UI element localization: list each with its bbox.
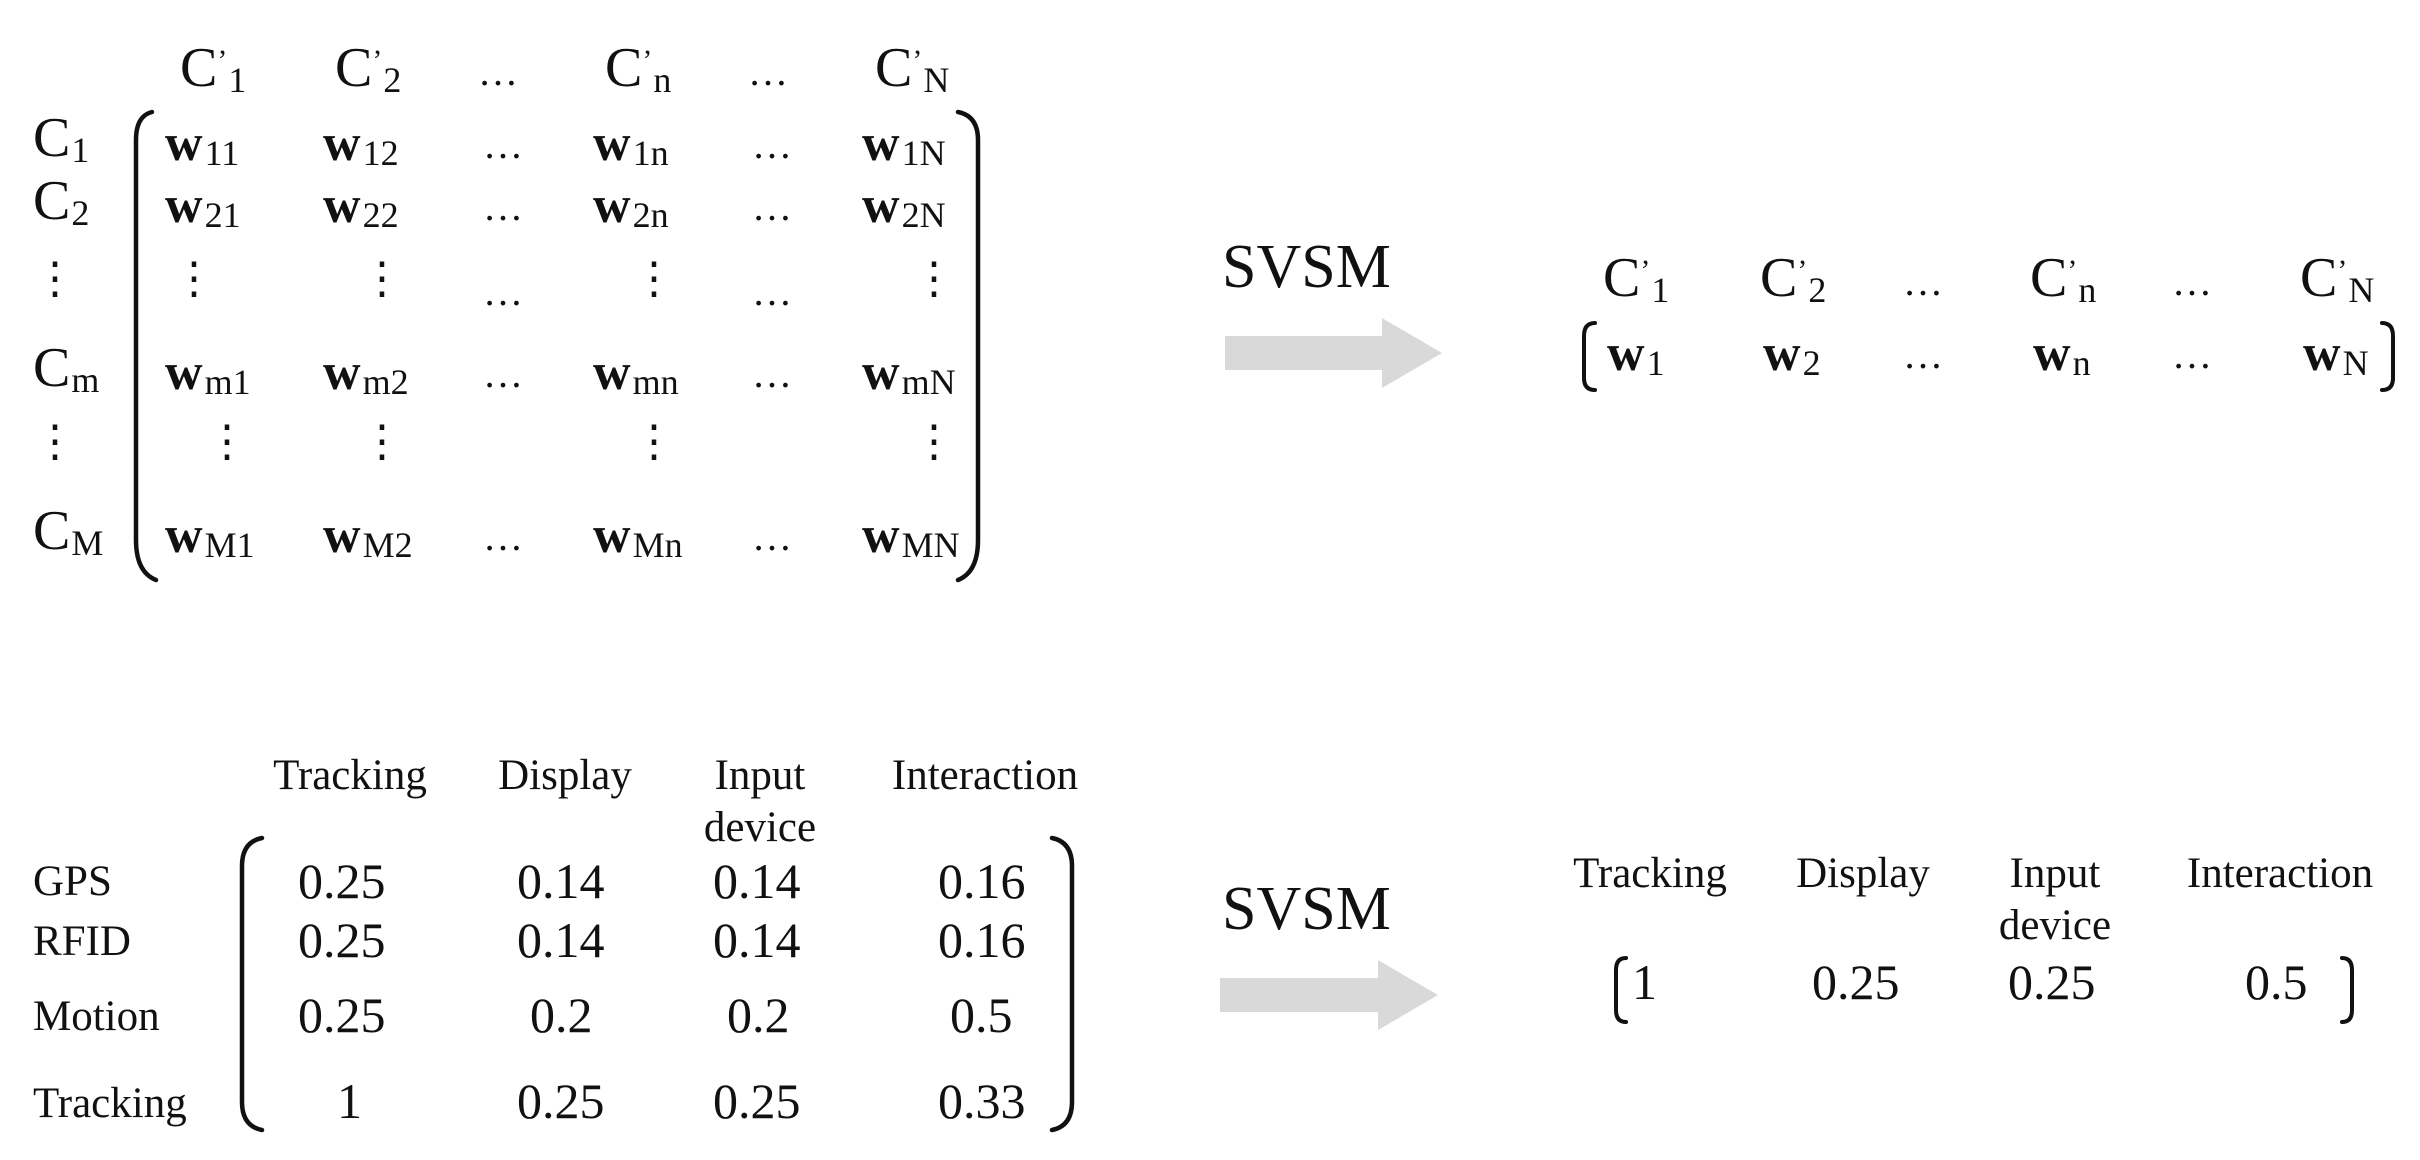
vector-right-bracket xyxy=(2380,321,2395,392)
example-matrix-cell: 0.25 xyxy=(298,912,386,968)
matrix-row1-ellipsis-1: … xyxy=(483,122,527,167)
matrix-row2-ellipsis-2: … xyxy=(752,184,796,229)
example-matrix-cell: 0.2 xyxy=(727,987,790,1043)
example-matrix-right-paren xyxy=(1049,835,1075,1133)
example-vector-cell: 1 xyxy=(1632,954,1657,1010)
vector-header-ellipsis-1: … xyxy=(1903,259,1947,304)
example-matrix-cell: 0.14 xyxy=(713,912,801,968)
vector-cell-ellipsis-2: … xyxy=(2172,332,2216,377)
svsm-arrow-bottom xyxy=(1220,960,1438,1030)
vector-header-ellipsis-2: … xyxy=(2172,259,2216,304)
matrix-cell-1-1: w11 xyxy=(165,115,240,174)
example-matrix-row-label-motion: Motion xyxy=(33,993,160,1040)
matrix-col-header-ellipsis-1: … xyxy=(478,49,522,94)
matrix-cell-M-1: wM1 xyxy=(165,507,255,566)
example-matrix-cell: 0.14 xyxy=(517,853,605,909)
matrix-cell-1-n: w1n xyxy=(593,115,669,174)
vector-cell-N: wN xyxy=(2303,325,2369,384)
matrix-rowM-ellipsis-1: … xyxy=(483,514,527,559)
matrix-cell-M-N: wMN xyxy=(862,507,960,566)
vector-cell-2: w2 xyxy=(1763,325,1821,384)
matrix-right-paren xyxy=(955,109,981,583)
matrix-cell-m-1: wm1 xyxy=(165,344,251,403)
vector-col-header-N: C’N xyxy=(2300,247,2375,311)
matrix-row-header-1: C1 xyxy=(33,107,90,171)
matrix-cell-m-N: wmN xyxy=(862,344,956,403)
example-vector-right-bracket xyxy=(2340,956,2354,1024)
matrix-cell-M-n: wMn xyxy=(593,507,683,566)
vector-col-header-1: C’1 xyxy=(1603,247,1670,311)
matrix-row1-ellipsis-2: … xyxy=(752,122,796,167)
example-matrix-cell: 0.2 xyxy=(530,987,593,1043)
example-matrix-cell: 0.25 xyxy=(298,853,386,909)
matrix-row-header-m: Cm xyxy=(33,337,100,401)
matrix-cell-2-N: w2N xyxy=(862,177,946,236)
example-matrix-cell: 0.14 xyxy=(713,853,801,909)
vector-left-bracket xyxy=(1582,321,1597,392)
matrix-cell-2-2: w22 xyxy=(323,177,399,236)
matrix-cell-2-1: w21 xyxy=(165,177,241,236)
example-matrix-cell: 0.5 xyxy=(950,987,1013,1043)
matrix-cell-m-2: wm2 xyxy=(323,344,409,403)
matrix-row-header-M: CM xyxy=(33,500,104,564)
example-vector-cell: 0.25 xyxy=(1812,954,1900,1010)
vector-cell-1: w1 xyxy=(1607,325,1665,384)
svsm-arrow-top xyxy=(1225,318,1442,388)
example-vector-left-bracket xyxy=(1614,956,1628,1024)
matrix-col-header-n: C’n xyxy=(605,37,672,101)
example-matrix-cell: 1 xyxy=(337,1073,362,1129)
example-vector-cell: 0.25 xyxy=(2008,954,2096,1010)
matrix-row2-ellipsis-1: … xyxy=(483,184,527,229)
matrix-vdots-row-ellipsis-1: … xyxy=(483,269,527,314)
example-vector-cell: 0.5 xyxy=(2245,954,2308,1010)
example-matrix-header-display: Display xyxy=(498,752,632,799)
example-matrix-row-label-rfid: RFID xyxy=(33,918,131,965)
example-matrix-cell: 0.25 xyxy=(713,1073,801,1129)
example-matrix-row-label-gps: GPS xyxy=(33,858,112,905)
matrix-left-paren xyxy=(133,109,159,583)
matrix-vdots-row-ellipsis-2: … xyxy=(752,269,796,314)
example-vector-header-tracking: Tracking xyxy=(1573,850,1727,897)
vector-col-header-n: C’n xyxy=(2030,247,2097,311)
example-matrix-cell: 0.25 xyxy=(298,987,386,1043)
matrix-cell-2-n: w2n xyxy=(593,177,669,236)
vector-cell-ellipsis-1: … xyxy=(1903,332,1947,377)
example-matrix-header-interaction: Interaction xyxy=(891,752,1079,799)
matrix-col-header-N: C’N xyxy=(875,37,950,101)
example-vector-header-display: Display xyxy=(1796,850,1930,897)
matrix-row-header-2: C2 xyxy=(33,170,90,234)
svsm-label-top: SVSM xyxy=(1222,233,1391,301)
example-matrix-header-tracking: Tracking xyxy=(273,752,427,799)
matrix-cell-M-2: wM2 xyxy=(323,507,413,566)
example-matrix-cell: 0.16 xyxy=(938,853,1026,909)
example-matrix-cell: 0.25 xyxy=(517,1073,605,1129)
matrix-col-header-2: C’2 xyxy=(335,37,402,101)
svsm-label-bottom: SVSM xyxy=(1222,875,1391,943)
example-matrix-left-paren xyxy=(239,835,265,1133)
matrix-col-header-1: C’1 xyxy=(180,37,247,101)
matrix-cell-1-N: w1N xyxy=(862,115,946,174)
vector-cell-n: wn xyxy=(2033,325,2091,384)
example-matrix-cell: 0.14 xyxy=(517,912,605,968)
example-matrix-row-label-tracking: Tracking xyxy=(33,1080,187,1127)
matrix-rowM-ellipsis-2: … xyxy=(752,514,796,559)
example-matrix-cell: 0.33 xyxy=(938,1073,1026,1129)
matrix-cell-m-n: wmn xyxy=(593,344,679,403)
example-vector-header-interaction: Interaction xyxy=(2186,850,2374,897)
vector-col-header-2: C’2 xyxy=(1760,247,1827,311)
matrix-rowm-ellipsis-1: … xyxy=(483,351,527,396)
matrix-cell-1-2: w12 xyxy=(323,115,399,174)
matrix-col-header-ellipsis-2: … xyxy=(748,49,792,94)
example-matrix-cell: 0.16 xyxy=(938,912,1026,968)
matrix-rowm-ellipsis-2: … xyxy=(752,351,796,396)
